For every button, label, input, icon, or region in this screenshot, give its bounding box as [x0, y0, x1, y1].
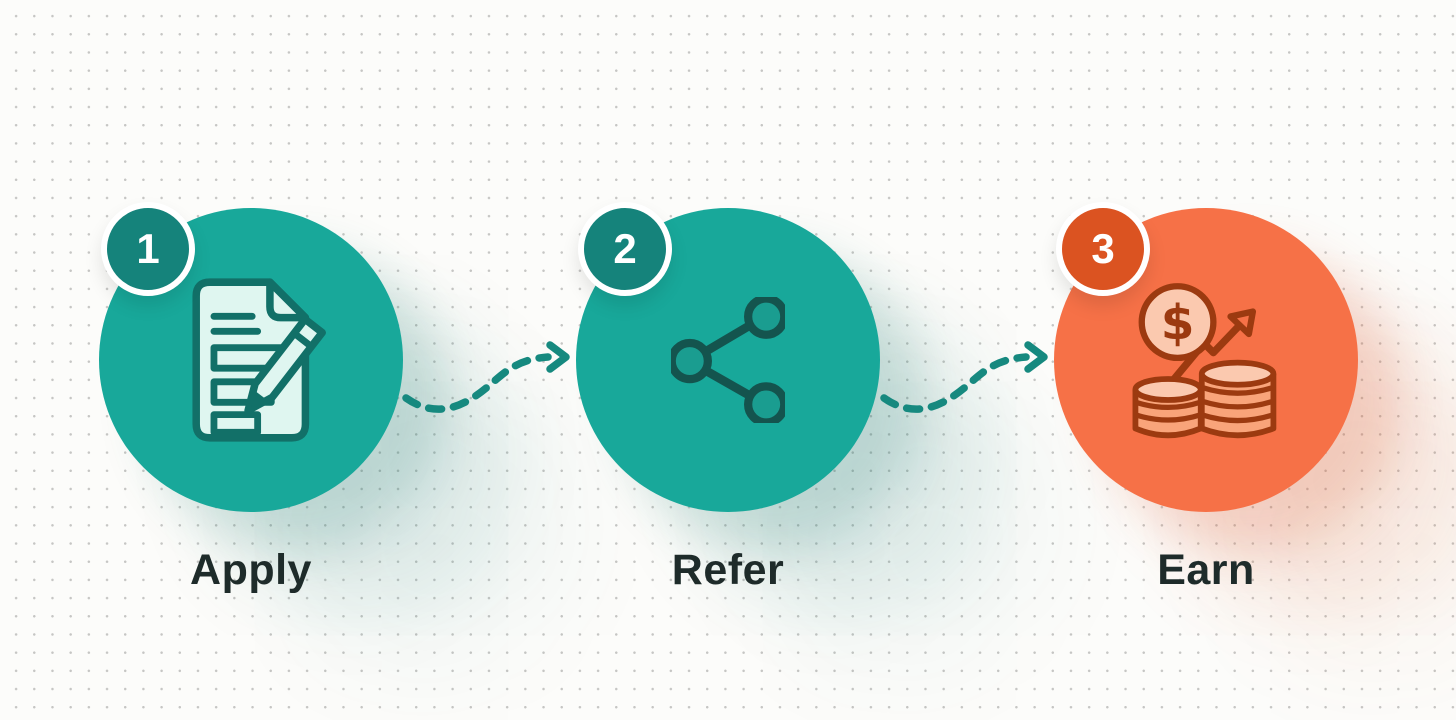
svg-text:$: $	[1161, 295, 1195, 351]
share-network-icon	[671, 297, 785, 423]
step-apply-label: Apply	[190, 546, 312, 594]
step-earn-circle: $ 3	[1054, 202, 1358, 512]
step-earn: $ 3 Earn	[1054, 202, 1358, 594]
step-refer-circle: 2	[576, 202, 880, 512]
dashed-arrow-refer-to-earn	[880, 341, 1048, 413]
step-earn-label: Earn	[1157, 546, 1255, 594]
step-refer-label: Refer	[671, 546, 785, 594]
step-apply-number-badge: 1	[101, 202, 195, 296]
step-refer: 2 Refer	[576, 202, 880, 594]
dashed-arrow-apply-to-refer	[402, 341, 570, 413]
step-apply-circle: 1	[99, 202, 403, 512]
dollar-coins-growth-icon: $	[1132, 283, 1277, 439]
step-apply: 1 Apply	[99, 202, 403, 594]
step-refer-number: 2	[613, 225, 637, 272]
step-refer-number-badge: 2	[578, 202, 672, 296]
step-earn-number-badge: 3	[1056, 202, 1150, 296]
application-form-pencil-icon	[192, 278, 326, 442]
step-apply-number: 1	[136, 225, 160, 272]
step-earn-number: 3	[1091, 225, 1115, 272]
